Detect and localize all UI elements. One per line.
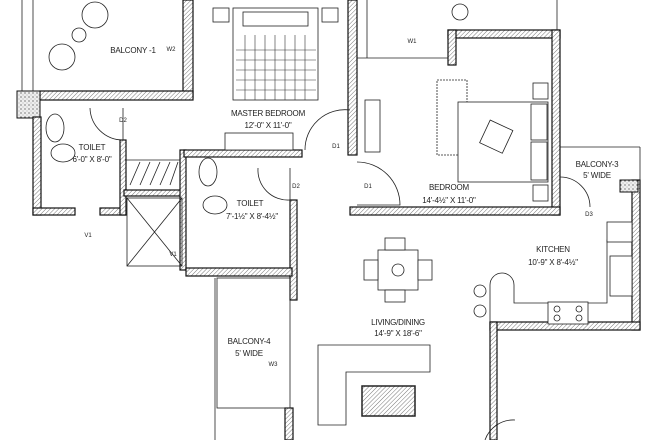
kitchen-label: KITCHEN xyxy=(536,245,570,254)
doors xyxy=(89,107,591,440)
plant-icon xyxy=(451,3,469,21)
living-label: LIVING/DINING xyxy=(371,318,425,327)
door-tag: D3 xyxy=(585,212,593,218)
room-labels: BALCONY -1 W2 MASTER BEDROOM 12'-0" X 11… xyxy=(72,39,619,368)
balcony1-label: BALCONY -1 xyxy=(110,46,156,55)
outlines xyxy=(21,0,641,440)
chair-icon xyxy=(81,1,109,29)
window-tag: W1 xyxy=(408,39,418,45)
living-size: 14'-9" X 18'-6" xyxy=(374,329,422,338)
bedroom-label: BEDROOM xyxy=(429,183,469,192)
toilet2-size: 7'-1½" X 8'-4½" xyxy=(226,212,278,221)
kitchen-size: 10'-9" X 8'-4½" xyxy=(528,258,578,267)
balcony3-size: 5' WIDE xyxy=(583,171,611,180)
balcony4-size: 5' WIDE xyxy=(235,349,263,358)
sofa xyxy=(317,344,431,426)
balcony4-label: BALCONY-4 xyxy=(228,337,272,346)
toilet1-size: 6'-0" X 8'-0" xyxy=(72,155,111,164)
chair-icon xyxy=(48,43,76,71)
master-bedroom-size: 12'-0" X 11'-0" xyxy=(245,121,292,130)
rug xyxy=(361,385,416,417)
plant-icon xyxy=(71,27,87,43)
master-bedroom-label: MASTER BEDROOM xyxy=(231,109,306,118)
toilet2-label: TOILET xyxy=(237,199,264,208)
window-tag: W3 xyxy=(269,362,279,368)
column xyxy=(16,90,41,119)
bedroom-size: 14'-4½" X 11'-0" xyxy=(422,196,476,205)
door-tag: D1 xyxy=(364,184,372,190)
dining-table xyxy=(377,249,419,291)
balcony3-label: BALCONY-3 xyxy=(576,160,620,169)
toilet1-label: TOILET xyxy=(79,143,106,152)
door-tag: D2 xyxy=(119,118,127,124)
window-tag: W2 xyxy=(167,47,177,53)
furniture xyxy=(45,1,549,426)
walls xyxy=(16,0,641,440)
door-tag: D2 xyxy=(292,184,300,190)
window-tag: V1 xyxy=(169,252,177,258)
window-tag: V1 xyxy=(84,233,92,239)
door-tag: D1 xyxy=(332,144,340,150)
